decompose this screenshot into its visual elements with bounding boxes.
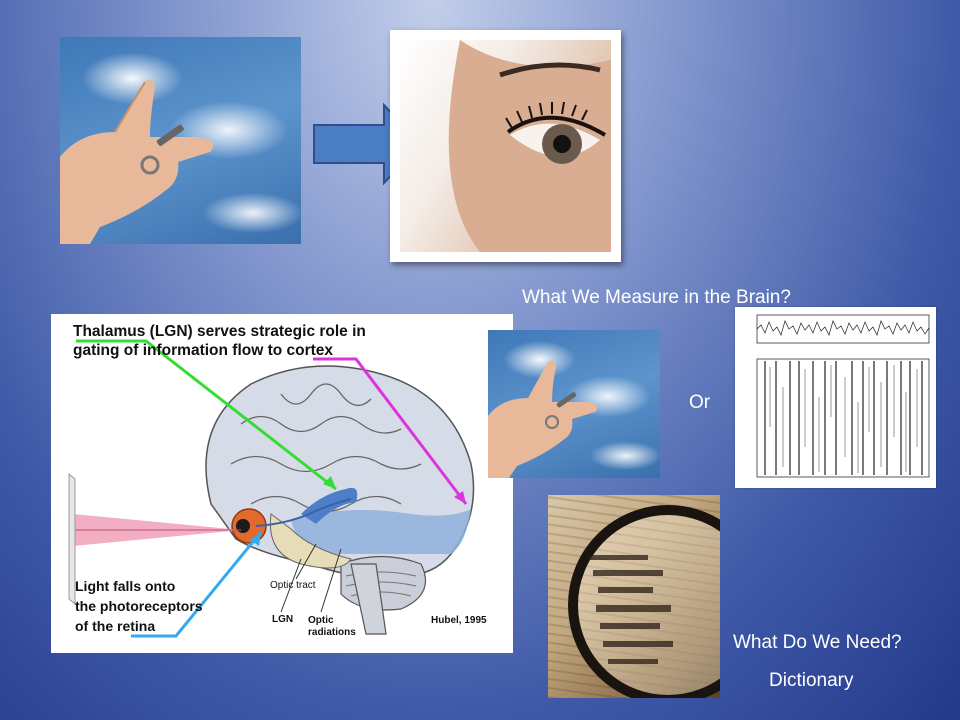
- hand-holding-key-illustration: [60, 79, 214, 244]
- sky-hand-photo-top: [60, 37, 301, 244]
- light-label-line3: of the retina: [75, 618, 156, 634]
- or-caption: Or: [689, 392, 711, 413]
- eye-photo: [400, 40, 611, 252]
- magnifier-dictionary-photo: [548, 495, 720, 698]
- lgn-label: LGN: [272, 614, 294, 625]
- hand-holding-key-illustration: [488, 360, 598, 478]
- measure-caption: What We Measure in the Brain?: [522, 287, 791, 308]
- optic-radiations-label-line1: Optic: [308, 615, 334, 626]
- raster-spike-columns: [764, 361, 923, 475]
- magnifying-glass-icon: [568, 505, 720, 698]
- diagram-title-line1: Thalamus (LGN) serves strategic role in: [73, 323, 366, 340]
- light-label-line1: Light falls onto: [75, 578, 176, 594]
- light-label-line2: the photoreceptors: [75, 598, 203, 614]
- sky-hand-photo-middle: [488, 330, 660, 478]
- eye-photo-frame: [390, 30, 621, 262]
- raster-plot-graphic: [756, 314, 930, 478]
- diagram-title-line2: gating of information flow to cortex: [73, 342, 334, 359]
- citation-label: Hubel, 1995: [431, 615, 487, 626]
- eye-icon: [448, 40, 611, 252]
- brain-illustration: [68, 339, 475, 638]
- need-caption: What Do We Need?: [733, 632, 902, 653]
- brain-visual-pathway-diagram: Thalamus (LGN) serves strategic role in …: [51, 314, 513, 653]
- raster-sparse-spikes: [769, 365, 918, 473]
- spike-raster-plot: [735, 307, 936, 488]
- dictionary-caption: Dictionary: [769, 670, 854, 691]
- optic-tract-label: Optic tract: [270, 580, 316, 591]
- optic-radiations-label-line2: radiations: [308, 627, 356, 638]
